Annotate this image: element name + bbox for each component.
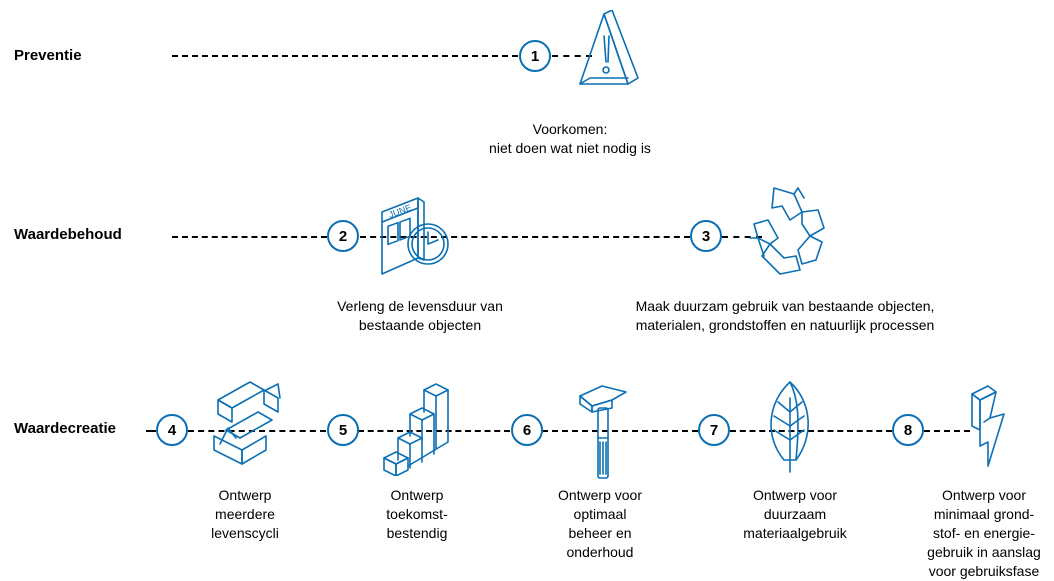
step-number-6: 6 bbox=[511, 414, 543, 446]
leaf-icon bbox=[762, 378, 818, 474]
dashed-connector bbox=[146, 430, 156, 432]
step-number-2: 2 bbox=[327, 220, 359, 252]
step-number-1: 1 bbox=[519, 40, 551, 72]
dashed-connector bbox=[722, 236, 762, 238]
step-caption-4: Ontwerp meerdere levenscycli bbox=[211, 487, 279, 541]
bar-steps-icon bbox=[380, 378, 456, 476]
row-label-preventie: Preventie bbox=[14, 47, 82, 64]
dashed-connector bbox=[360, 236, 690, 238]
dashed-connector bbox=[172, 236, 327, 238]
hammer-icon bbox=[576, 382, 630, 482]
dashed-connector bbox=[552, 55, 592, 57]
dashed-connector bbox=[730, 430, 892, 432]
step-caption-3: Maak duurzam gebruik van bestaande objec… bbox=[635, 298, 935, 333]
calendar-clock-icon: JUNE bbox=[378, 192, 460, 282]
row-label-waardecreatie: Waardecreatie bbox=[14, 420, 116, 437]
dashed-connector bbox=[924, 430, 970, 432]
step-number-8: 8 bbox=[892, 414, 924, 446]
warning-triangle-icon bbox=[576, 10, 646, 90]
step-caption-1: Voorkomen: niet doen wat niet nodig is bbox=[489, 121, 651, 156]
recycle-icon bbox=[744, 184, 830, 280]
step-number-3: 3 bbox=[690, 220, 722, 252]
dashed-connector bbox=[188, 430, 326, 432]
dashed-connector bbox=[172, 55, 518, 57]
step-caption-2: Verleng de levensduur van bestaande obje… bbox=[337, 298, 503, 333]
dashed-connector bbox=[542, 430, 698, 432]
step-number-5: 5 bbox=[327, 414, 359, 446]
svg-text:JUNE: JUNE bbox=[387, 202, 413, 219]
lightning-icon bbox=[966, 384, 1010, 472]
step-caption-8: Ontwerp voor minimaal grond- stof- en en… bbox=[927, 487, 1041, 579]
step-caption-5: Ontwerp toekomst- bestendig bbox=[386, 487, 448, 541]
step-number-4: 4 bbox=[156, 414, 188, 446]
step-caption-7: Ontwerp voor duurzaam materiaalgebruik bbox=[743, 487, 847, 541]
step-number-7: 7 bbox=[698, 414, 730, 446]
cycle-arrows-icon bbox=[206, 378, 286, 472]
row-label-waardebehoud: Waardebehoud bbox=[14, 226, 122, 243]
step-caption-6: Ontwerp voor optimaal beheer en onderhou… bbox=[557, 487, 643, 560]
